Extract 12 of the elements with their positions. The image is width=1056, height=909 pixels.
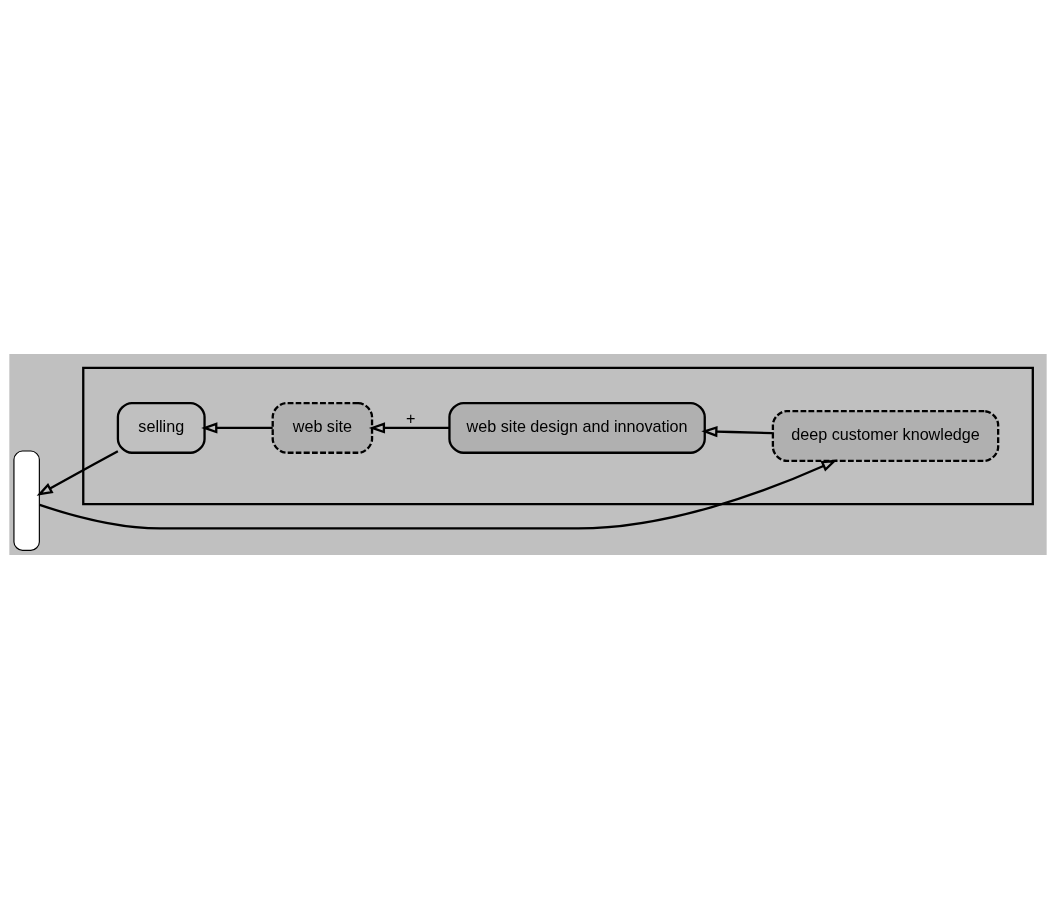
arrow <box>201 422 273 434</box>
arrow <box>36 450 119 496</box>
arrow <box>368 422 450 434</box>
node-box: deep customer knowledge <box>771 410 1000 462</box>
node-box: selling <box>116 401 206 454</box>
node-box: web site <box>271 401 374 454</box>
arrow <box>701 425 773 438</box>
node-bar <box>13 450 40 551</box>
arrow <box>39 459 838 530</box>
node-box: web site design and innovation <box>448 401 706 454</box>
cluster <box>82 366 1034 506</box>
edge-label: + <box>406 408 416 427</box>
